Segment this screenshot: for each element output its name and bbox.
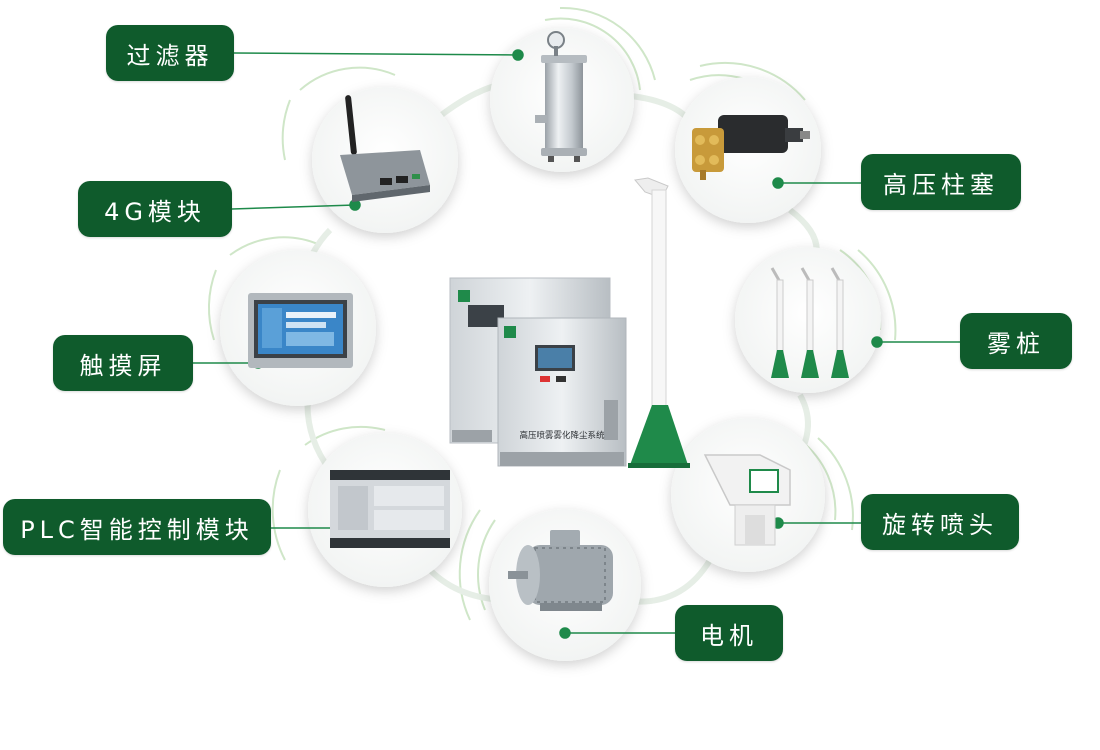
label-mist-post: 雾桩	[960, 313, 1072, 369]
cabinet-front-text: 高压喷雾雾化降尘系统	[519, 430, 605, 441]
center-cabinets	[449, 277, 627, 467]
4g-router-icon	[340, 95, 430, 202]
label-plc-module: PLC智能控制模块	[3, 499, 271, 555]
label-filter: 过滤器	[106, 25, 234, 81]
label-motor: 电机	[675, 605, 783, 661]
stainless-filter-icon	[535, 31, 587, 162]
label-high-pressure-plunger: 高压柱塞	[861, 154, 1021, 210]
label-rotary-nozzle: 旋转喷头	[861, 494, 1019, 550]
hmi-touchscreen-icon	[248, 293, 353, 368]
mist-post-icon	[770, 267, 849, 378]
plunger-pump-icon	[692, 115, 810, 180]
label-touchscreen: 触摸屏	[53, 335, 193, 391]
label-4g-module: 4G模块	[78, 181, 232, 237]
center-post	[628, 177, 690, 468]
rotary-nozzle-icon	[703, 454, 791, 546]
electric-motor-icon	[508, 530, 613, 611]
plc-module-icon	[330, 470, 450, 548]
